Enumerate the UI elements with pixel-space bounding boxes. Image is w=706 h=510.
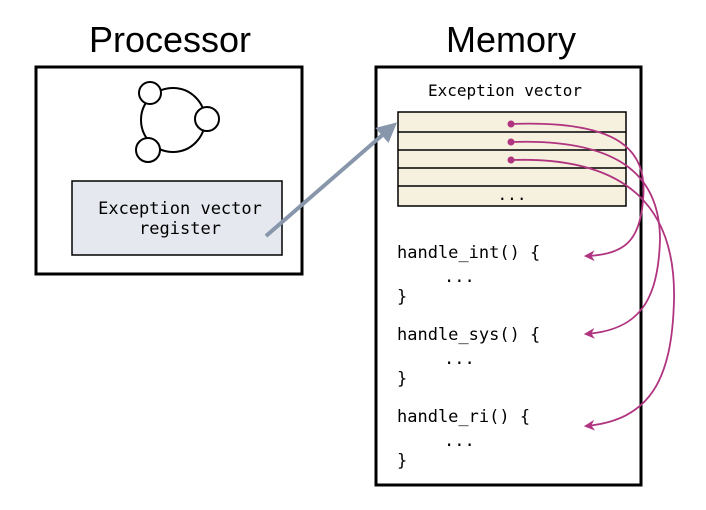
handler-ri-signature: handle_ri() {	[397, 407, 530, 427]
vector-table-label: Exception vector	[428, 81, 582, 100]
handler-int: handle_int() { ... }	[397, 243, 540, 307]
memory-title: Memory	[446, 19, 576, 60]
exception-vector-register	[71, 180, 283, 256]
processor-title: Processor	[89, 19, 251, 60]
register-label-line1: Exception vector	[98, 199, 262, 219]
handler-ri: handle_ri() { ... }	[397, 407, 530, 471]
handler-arrows	[507, 120, 675, 431]
handler-int-body: ...	[444, 267, 475, 287]
handler-sys: handle_sys() { ... }	[397, 325, 540, 389]
handler-sys-body: ...	[444, 349, 475, 369]
register-label-line2: register	[139, 219, 221, 239]
handler-sys-signature: handle_sys() {	[397, 325, 540, 345]
handler-ri-body: ...	[444, 431, 475, 451]
vector-table-ellipsis: ...	[498, 185, 527, 204]
register-pointer-arrow	[264, 122, 398, 238]
arrow-to-handle-ri	[510, 158, 675, 431]
handler-int-close: }	[397, 287, 407, 307]
arrow-to-handle-int	[510, 122, 645, 262]
handler-int-signature: handle_int() {	[397, 243, 540, 263]
processor-core-icon	[135, 81, 220, 163]
arrow-to-handle-sys	[510, 140, 661, 339]
handler-ri-close: }	[397, 451, 407, 471]
handler-sys-close: }	[397, 369, 407, 389]
